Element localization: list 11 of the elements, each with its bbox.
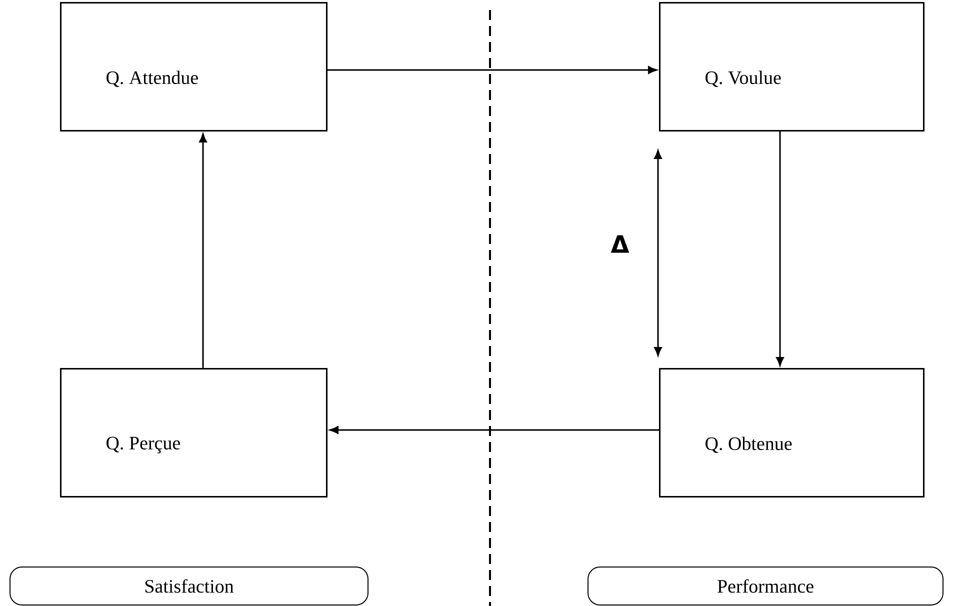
quality-box: Q. Obtenue xyxy=(659,368,924,498)
delta-symbol: Δ xyxy=(610,235,630,253)
quality-box: Q. Perçue xyxy=(60,368,328,498)
quality-box: Q. Voulue xyxy=(659,2,924,132)
category-box: Satisfaction xyxy=(10,566,368,606)
arrow xyxy=(330,426,659,434)
arrow xyxy=(328,66,657,74)
arrow xyxy=(776,132,784,366)
arrow xyxy=(199,134,207,368)
category-box: Performance xyxy=(588,566,944,606)
quality-box: Q. Attendue xyxy=(60,2,328,132)
